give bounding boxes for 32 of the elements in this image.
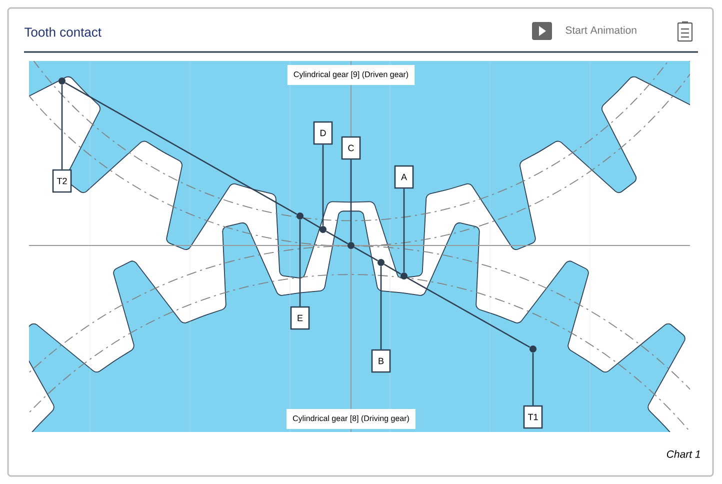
leader-line	[322, 144, 324, 226]
line-of-action	[384, 264, 402, 275]
chart-caption: Chart 1	[666, 450, 700, 458]
leader-line	[380, 266, 382, 350]
callout-box: T1	[523, 405, 543, 429]
callout-box: B	[371, 349, 391, 373]
callout-box: A	[394, 165, 414, 189]
callout-box: D	[313, 121, 333, 145]
callout-box: C	[341, 136, 361, 160]
line-of-action	[64, 82, 298, 215]
gear-label: Cylindrical gear [9] (Driven gear)	[287, 65, 415, 85]
leader-line	[61, 84, 63, 170]
line-of-action	[406, 277, 530, 348]
line-of-action	[326, 230, 348, 244]
leader-line	[350, 160, 352, 242]
leader-line	[299, 220, 301, 306]
callout-box: E	[290, 306, 310, 330]
gear-label: Cylindrical gear [8] (Driving gear)	[286, 409, 416, 429]
title: Tooth contact	[24, 27, 102, 37]
contact-point	[348, 242, 354, 249]
button-label: Start Animation	[566, 26, 636, 34]
contact-point	[320, 226, 326, 233]
line-of-action	[354, 246, 378, 262]
contact-point	[400, 272, 408, 280]
contact-point	[58, 78, 66, 84]
leader-line	[403, 188, 405, 272]
contact-point	[378, 259, 384, 266]
contact-point	[296, 212, 304, 220]
callout-box: T2	[52, 169, 72, 193]
line-of-action	[302, 217, 320, 228]
contact-point	[530, 346, 536, 352]
leader-line	[532, 352, 534, 406]
